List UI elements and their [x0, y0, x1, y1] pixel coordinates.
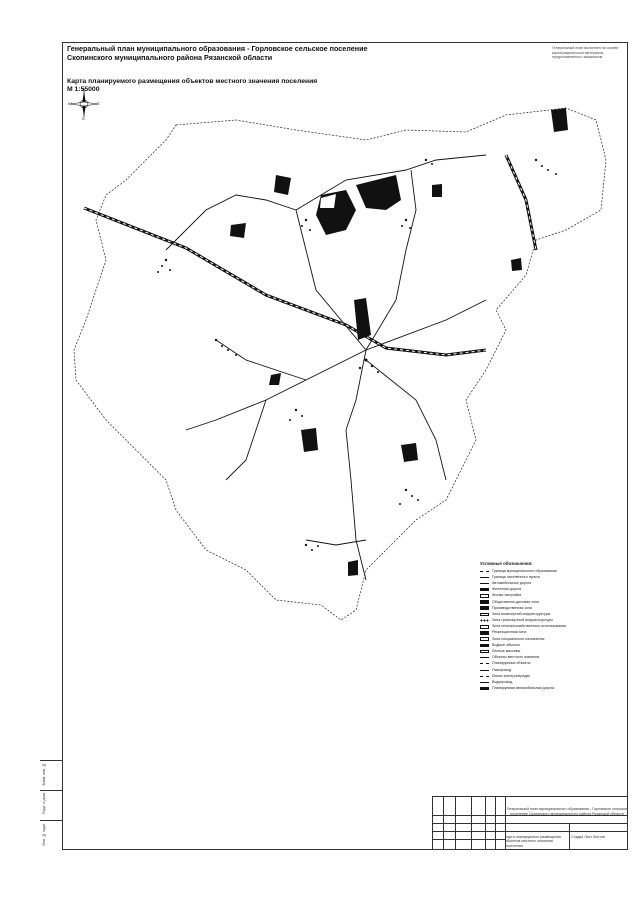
legend-item: Зона транспортной инфраструктуры: [480, 618, 620, 624]
title-line-2: Скопинского муниципального района Рязанс…: [67, 52, 273, 62]
title-line-1: Генеральный план муниципального образова…: [67, 44, 368, 53]
legend-item: Рекреационная зона: [480, 630, 620, 636]
legend-label: Зона инженерной инфраструктуры: [492, 611, 551, 616]
legend-item: Объекты местного значения: [480, 655, 620, 661]
legend-label: Жилая застройка: [492, 593, 522, 598]
legend-swatch: [480, 687, 489, 690]
map-scale: М 1:55000: [67, 86, 100, 93]
title-stamp: Генеральный план муниципального образова…: [432, 796, 628, 850]
legend-swatch: [480, 657, 489, 659]
legend-swatch: [480, 582, 489, 585]
stamp-sheet-name: Карта планируемого размещения объектов м…: [505, 835, 561, 848]
legend-item: Производственная зона: [480, 605, 620, 611]
legend-label: Рекреационная зона: [492, 630, 527, 635]
compass-rose-icon: N S W E: [68, 88, 100, 120]
forest-areas: [230, 108, 568, 576]
legend-swatch: [480, 681, 489, 684]
sidebar-cell-label: Взам. инв. №: [42, 763, 46, 786]
legend-swatch: [480, 637, 489, 641]
legend-item: Зона специального назначения: [480, 636, 620, 642]
legend-swatch: [480, 600, 489, 604]
sidebar-cell: Подп. и дата: [40, 790, 62, 820]
legend-item: Газопровод: [480, 667, 620, 673]
legend-item: Автомобильные дороги: [480, 580, 620, 586]
map-legend: Условные обозначения: Граница муниципаль…: [480, 561, 620, 692]
legend-item: Граница муниципального образования: [480, 568, 620, 574]
railway-branch: [504, 154, 538, 251]
railway-line: [83, 206, 487, 357]
map-subtitle-block: Карта планируемого размещения объектов м…: [67, 78, 387, 94]
municipal-boundary: [73, 107, 607, 620]
legend-swatch: [480, 606, 489, 611]
compass-n: N: [82, 88, 85, 92]
legend-label: Объекты местного значения: [492, 655, 540, 660]
sidebar-cell: Инв. № подл.: [40, 820, 62, 850]
legend-label: Зона сельскохозяйственного использования: [492, 624, 567, 629]
legend-item: Лесные массивы: [480, 648, 620, 654]
legend-item: Водопровод: [480, 679, 620, 685]
legend-label: Железная дорога: [492, 587, 522, 592]
legend-label: Линии электропередач: [492, 673, 531, 678]
legend-swatch: [480, 570, 489, 572]
legend-swatch: [480, 612, 489, 617]
legend-swatch: [480, 643, 489, 648]
legend-item: Планируемая автомобильная дорога: [480, 686, 620, 692]
legend-swatch: [480, 594, 489, 598]
legend-label: Планируемые объекты: [492, 661, 531, 666]
map-title-block: Генеральный план муниципального образова…: [67, 44, 387, 62]
settlement-map: [73, 107, 607, 620]
road-network: [165, 154, 487, 581]
legend-item: Линии электропередач: [480, 673, 620, 679]
settlements: [157, 158, 557, 551]
legend-swatch: [480, 618, 489, 623]
compass-w: W: [68, 101, 72, 106]
legend-item: Планируемые объекты: [480, 661, 620, 667]
legend-swatch: [480, 631, 489, 635]
legend-label: Граница муниципального образования: [492, 568, 557, 573]
legend-swatch: [480, 663, 489, 665]
legend-swatch: [480, 624, 489, 629]
legend-title: Условные обозначения:: [480, 561, 533, 566]
legend-item: Граница населённого пункта: [480, 574, 620, 580]
sidebar-cell-label: Инв. № подл.: [42, 823, 46, 846]
legend-label: Водные объекты: [492, 642, 521, 647]
legend-swatch: [480, 669, 489, 671]
legend-item: Железная дорога: [480, 587, 620, 593]
legend-label: Водопровод: [492, 679, 513, 684]
legend-item: Водные объекты: [480, 642, 620, 648]
sidebar-cell: Взам. инв. №: [40, 760, 62, 790]
top-right-note: Генеральный план выполнен на основе карт…: [552, 46, 619, 60]
drawing-frame: [62, 42, 628, 850]
legend-item: Жилая застройка: [480, 593, 620, 599]
legend-swatch: [480, 649, 489, 654]
legend-swatch: [480, 675, 489, 677]
sidebar-cell-label: Подп. и дата: [42, 793, 46, 815]
stamp-project-name: Генеральный план муниципального образова…: [506, 807, 628, 816]
side-stamp: Взам. инв. № Подп. и дата Инв. № подл.: [40, 760, 62, 850]
legend-swatch: [480, 588, 489, 591]
compass-s: S: [82, 116, 85, 120]
legend-label: Зона транспортной инфраструктуры: [492, 618, 553, 623]
legend-label: Планируемая автомобильная дорога: [492, 686, 554, 691]
legend-item: Зона инженерной инфраструктуры: [480, 611, 620, 617]
legend-label: Автомобильные дороги: [492, 580, 532, 585]
legend-item: Общественно-деловая зона: [480, 599, 620, 605]
legend-label: Производственная зона: [492, 605, 532, 610]
stamp-org: Стадия Лист Листов: [571, 835, 605, 839]
legend-label: Общественно-деловая зона: [492, 599, 539, 604]
legend-label: Граница населённого пункта: [492, 574, 540, 579]
legend-label: Газопровод: [492, 667, 512, 672]
legend-label: Зона специального назначения: [492, 636, 545, 641]
legend-item: Зона сельскохозяйственного использования: [480, 624, 620, 630]
compass-e: E: [97, 101, 100, 106]
forest-clearing: [320, 194, 336, 208]
legend-label: Лесные массивы: [492, 649, 521, 654]
legend-swatch: [480, 576, 489, 578]
map-title: Карта планируемого размещения объектов м…: [67, 78, 318, 85]
